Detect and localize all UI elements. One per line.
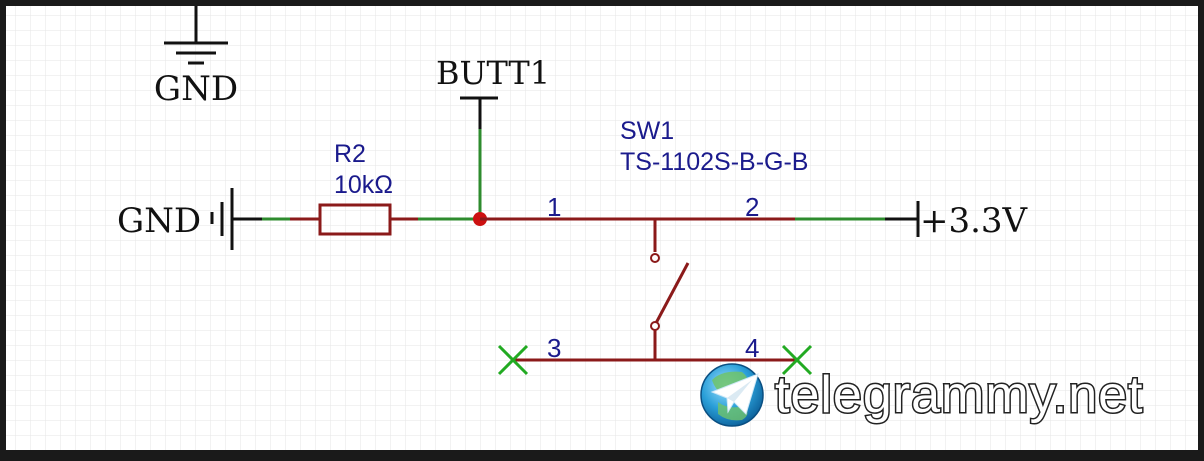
- no-connect-pin-4: [781, 344, 813, 376]
- watermark: telegrammy.net: [700, 363, 1144, 427]
- gnd-top-label: GND: [154, 69, 238, 109]
- vcc-symbol: +3.3V: [885, 201, 1029, 241]
- switch-part-number: TS-1102S-B-G-B: [620, 148, 808, 176]
- net-label-butt1: BUTT1: [436, 54, 550, 129]
- resistor-designator: R2: [334, 140, 366, 168]
- pin-number-2: 2: [745, 192, 759, 222]
- pin-number-1: 1: [547, 192, 561, 222]
- resistor-r2: R2 10kΩ: [290, 140, 418, 236]
- vcc-label: +3.3V: [920, 201, 1029, 241]
- pin-number-4: 4: [745, 333, 759, 363]
- gnd-left-label: GND: [117, 201, 201, 241]
- watermark-text: telegrammy.net: [775, 366, 1144, 424]
- grid: [6, 6, 1198, 450]
- resistor-value: 10kΩ: [334, 171, 393, 199]
- gnd-left-symbol: GND: [117, 188, 262, 250]
- pin-number-3: 3: [547, 333, 561, 363]
- telegram-paper-plane-icon: [700, 363, 764, 427]
- no-connect-pin-3: [497, 344, 529, 376]
- switch-designator: SW1: [620, 117, 674, 145]
- switch-sw1: SW1 TS-1102S-B-G-B 1 2 3 4: [480, 117, 808, 363]
- gnd-top-symbol: GND: [154, 6, 238, 109]
- net-label-text: BUTT1: [436, 54, 550, 92]
- wires: [262, 129, 885, 221]
